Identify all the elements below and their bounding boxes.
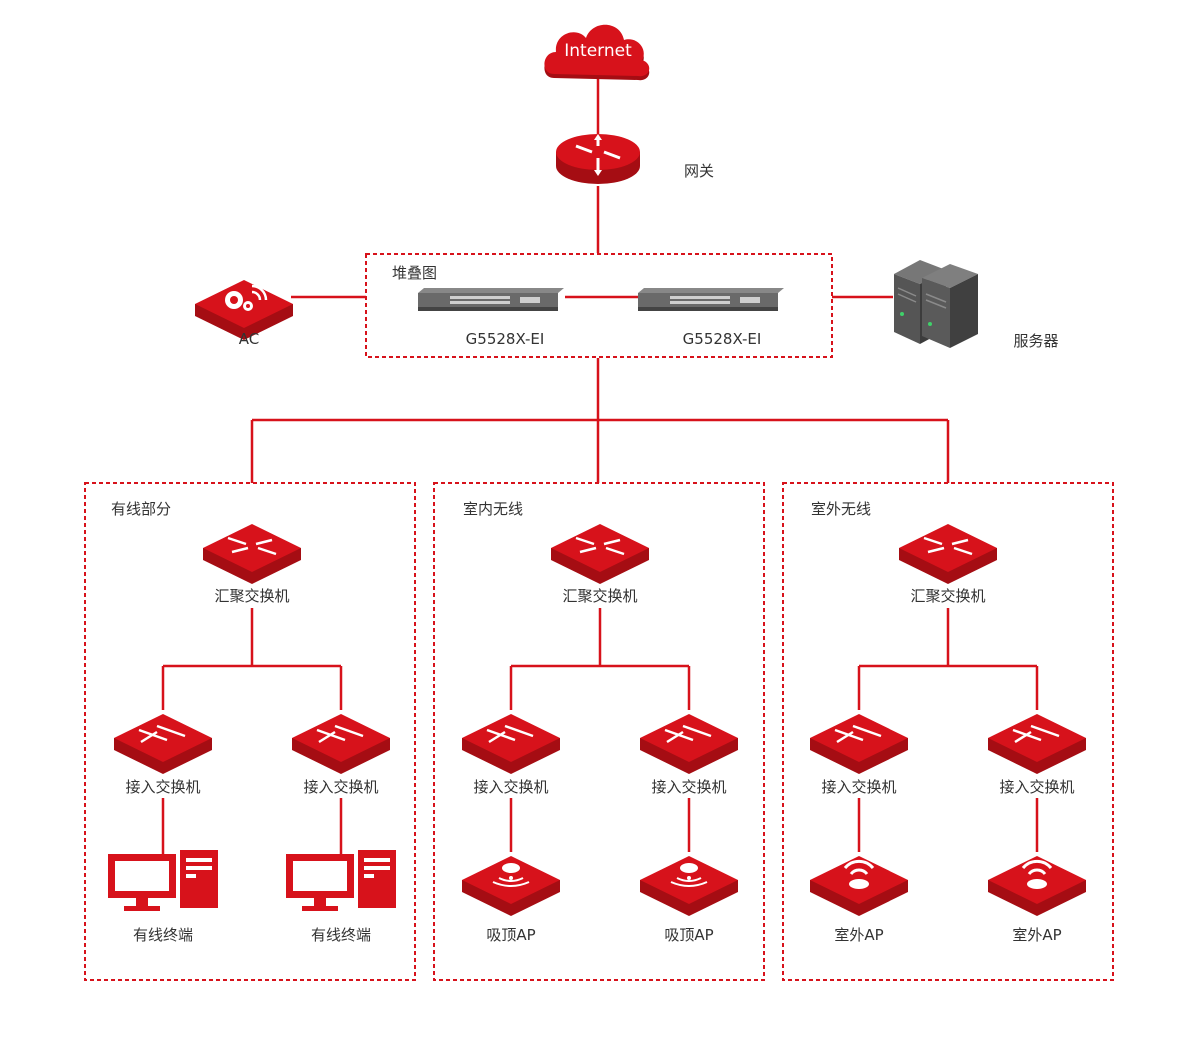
ac-controller-icon: [195, 280, 293, 340]
rack-switch-icon: [638, 288, 784, 311]
stack-switch-2-label: G5528X-EI: [682, 330, 762, 348]
access-switch-label: 接入交换机: [303, 778, 379, 796]
end-device-label: 室外AP: [834, 926, 884, 944]
ceiling-ap-icon: [640, 856, 738, 916]
aggregation-switch-label: 汇聚交换机: [214, 587, 290, 605]
outdoor-ap-icon: [810, 856, 908, 916]
aggregation-switch-label: 汇聚交换机: [562, 587, 638, 605]
access-switch-icon: [640, 714, 738, 774]
outdoor-ap-icon: [988, 856, 1086, 916]
zone-frame-outdoor: [782, 482, 1114, 981]
desktop-pc-icon: [286, 850, 396, 911]
access-switch-icon: [114, 714, 212, 774]
end-device-label: 吸顶AP: [486, 926, 536, 944]
ceiling-ap-icon: [462, 856, 560, 916]
stack-frame: [365, 253, 833, 358]
zone-title-wired: 有线部分: [111, 500, 172, 518]
cloud-icon: Internet: [544, 24, 650, 81]
router-icon: [556, 134, 640, 184]
aggregation-switch-label: 汇聚交换机: [910, 587, 986, 605]
aggregation-switch-icon: [899, 524, 997, 584]
ac-label: AC: [238, 330, 260, 348]
connection-lines: [161, 72, 1039, 855]
stack-switch-1-label: G5528X-EI: [465, 330, 545, 348]
end-device-label: 室外AP: [1012, 926, 1062, 944]
access-switch-label: 接入交换机: [473, 778, 549, 796]
rack-switch-icon: [418, 288, 564, 311]
zone-title-outdoor: 室外无线: [811, 500, 872, 518]
zone-frame-wired: [84, 482, 416, 981]
access-switch-label: 接入交换机: [999, 778, 1075, 796]
server-icon: [894, 260, 978, 348]
aggregation-switch-icon: [203, 524, 301, 584]
end-device-label: 有线终端: [132, 926, 194, 944]
access-switch-icon: [810, 714, 908, 774]
zone-frame-indoor: [433, 482, 765, 981]
aggregation-switch-icon: [551, 524, 649, 584]
stack-title: 堆叠图: [392, 264, 438, 282]
access-switch-label: 接入交换机: [651, 778, 727, 796]
access-switch-icon: [292, 714, 390, 774]
access-switch-label: 接入交换机: [821, 778, 897, 796]
zone-title-indoor: 室内无线: [463, 500, 524, 518]
server-label: 服务器: [1013, 332, 1059, 350]
access-switch-label: 接入交换机: [125, 778, 201, 796]
gateway-label: 网关: [684, 162, 715, 180]
end-device-label: 吸顶AP: [664, 926, 714, 944]
access-switch-icons: [114, 714, 1086, 774]
end-device-label: 有线终端: [310, 926, 372, 944]
access-switch-icon: [462, 714, 560, 774]
access-switch-icon: [988, 714, 1086, 774]
internet-label: Internet: [564, 41, 632, 61]
dashed-frames: [84, 253, 1114, 981]
desktop-pc-icon: [108, 850, 218, 911]
